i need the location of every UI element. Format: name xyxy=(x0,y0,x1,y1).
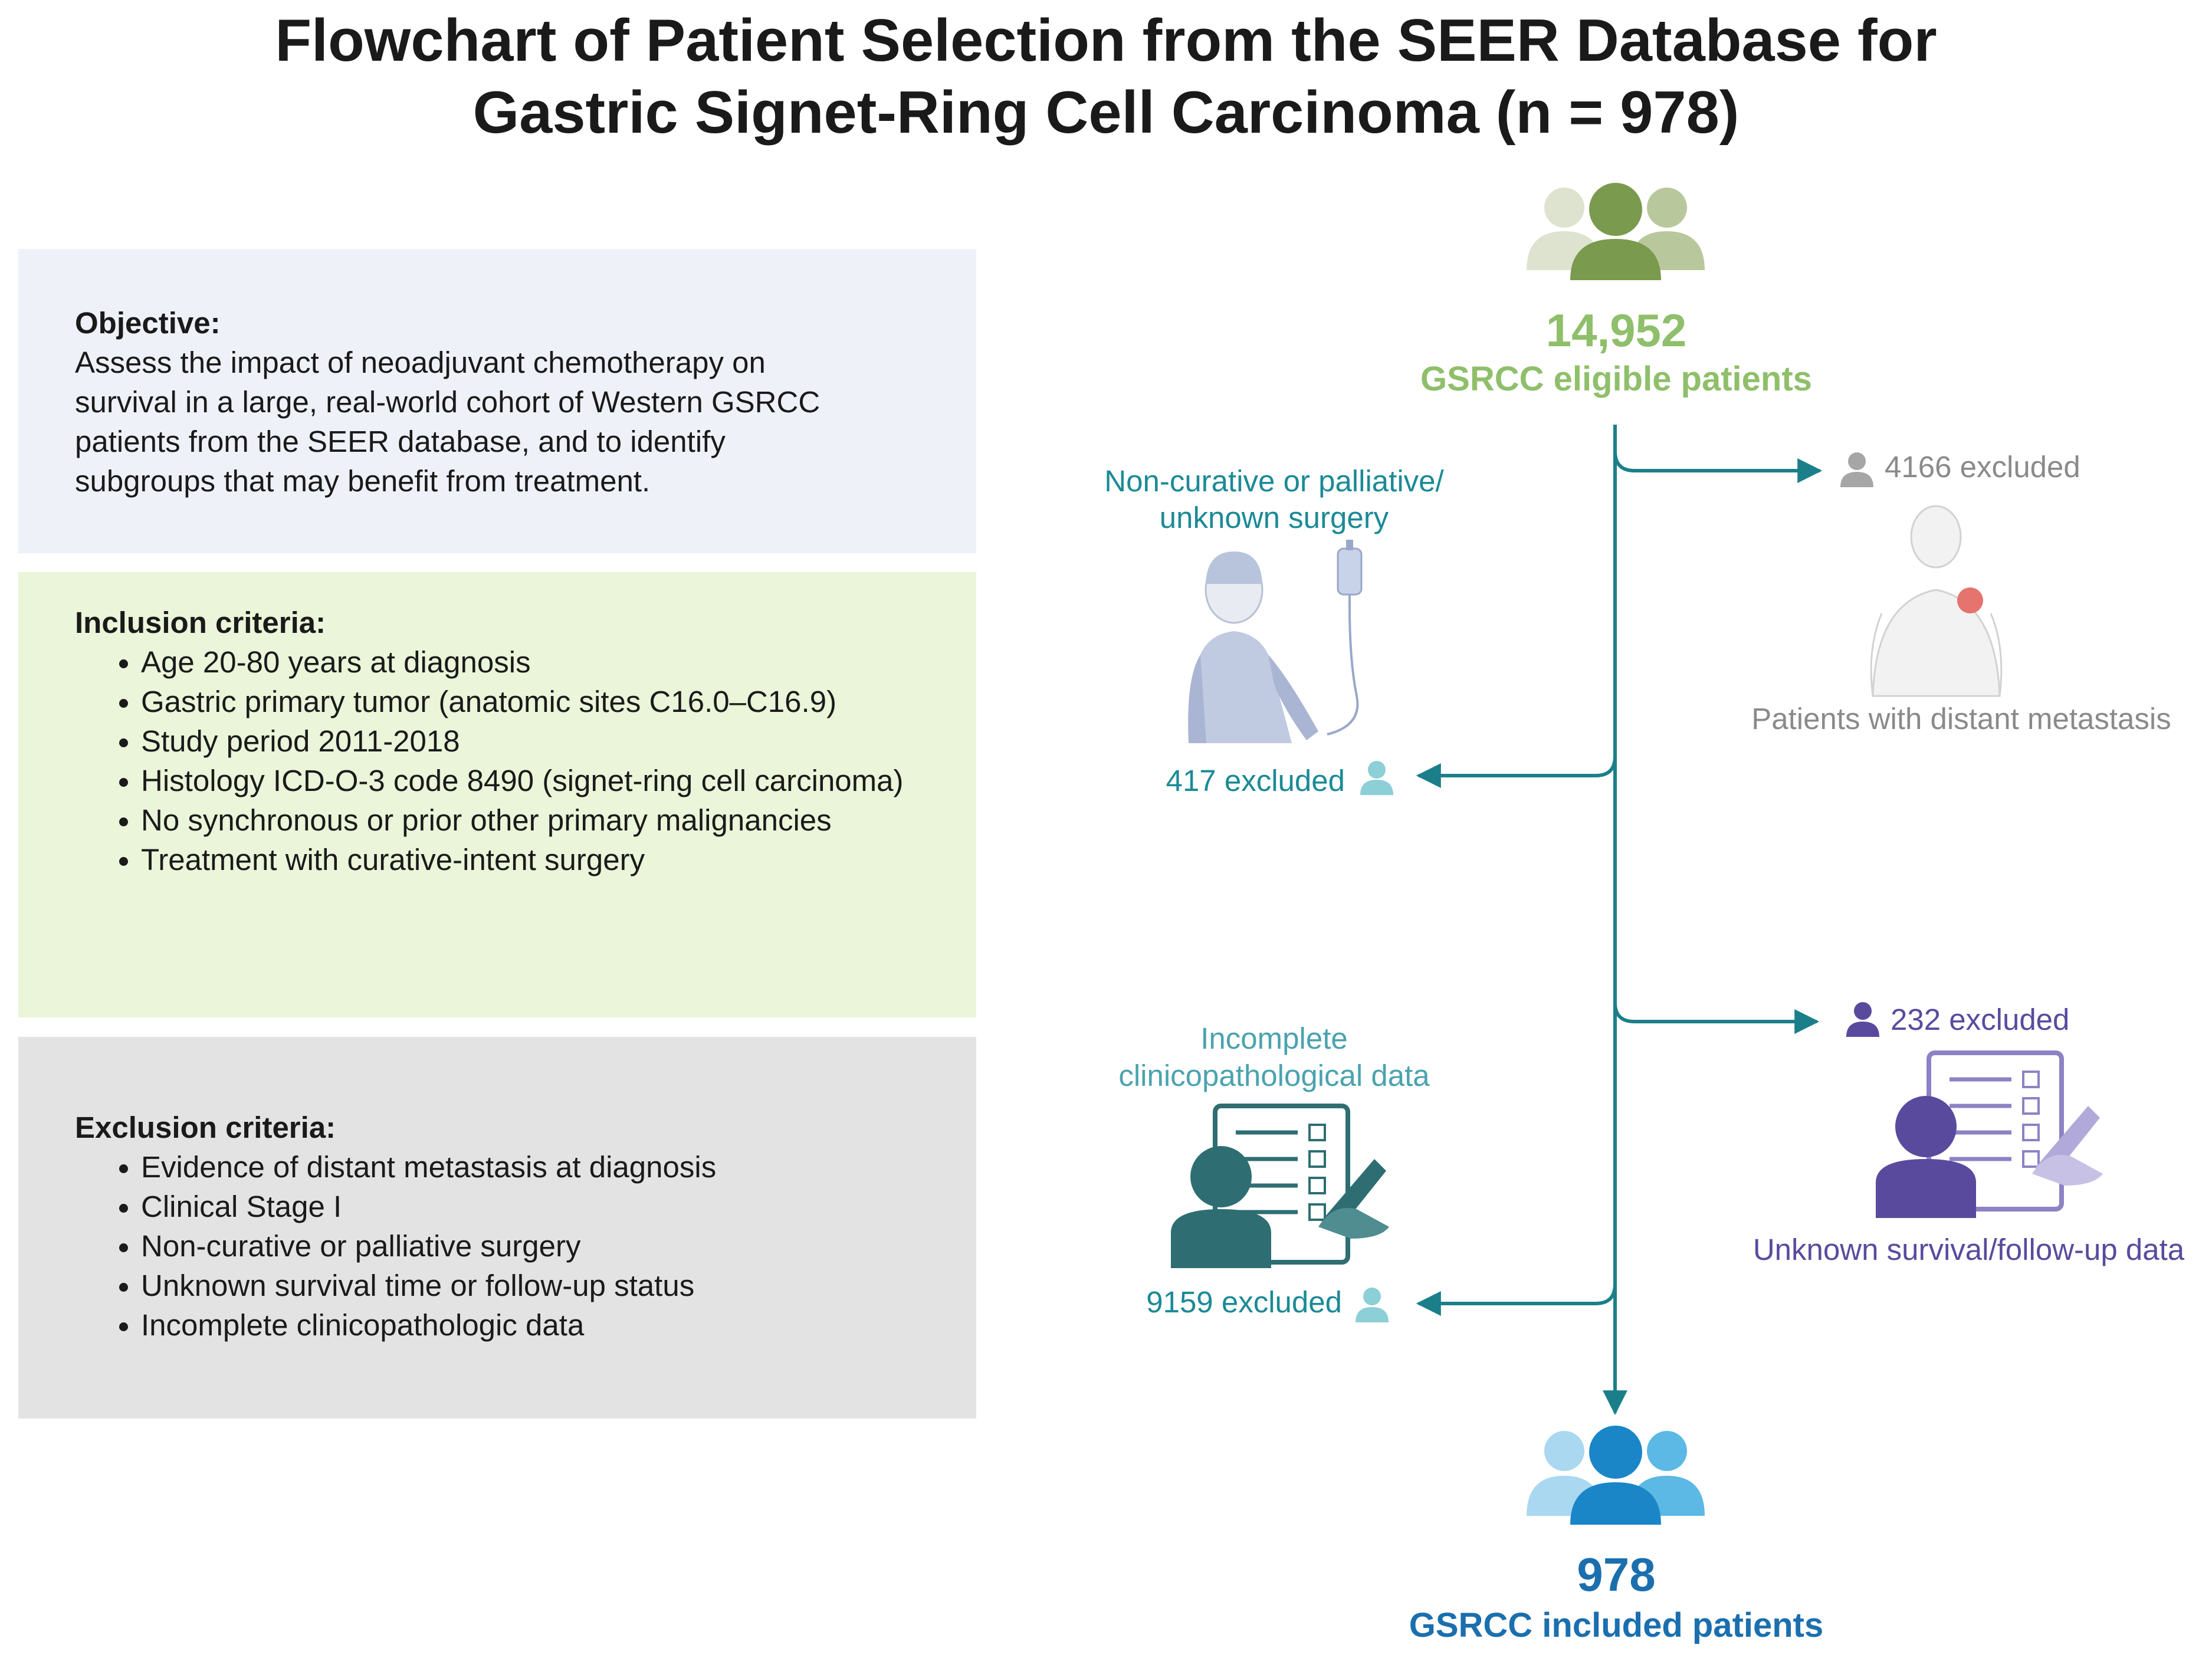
inclusion-list: Age 20-80 years at diagnosis Gastric pri… xyxy=(75,642,920,879)
title-line-1: Flowchart of Patient Selection from the … xyxy=(275,8,1937,74)
objective-heading: Objective: xyxy=(75,306,221,340)
exclusion-item: Non-curative or palliative surgery xyxy=(141,1226,920,1266)
person-icon-incomplete xyxy=(1356,1288,1389,1322)
metastasis-excluded-count: 4166 excluded xyxy=(1885,450,2080,484)
iv-drip-patient-illustration xyxy=(1188,540,1363,743)
followup-excluded-count: 232 excluded xyxy=(1891,1003,2070,1036)
branch-arrow-metastasis xyxy=(1613,451,1823,483)
exclusion-item: Unknown survival time or follow-up statu… xyxy=(141,1266,920,1305)
patient-group-icon-included xyxy=(1527,1426,1705,1525)
clipboard-writing-illustration-teal xyxy=(1171,1104,1389,1268)
exclusion-item: Incomplete clinicopathologic data xyxy=(141,1305,920,1345)
exclusion-item: Clinical Stage I xyxy=(141,1187,920,1226)
flow-connectors xyxy=(1416,425,1823,1416)
inclusion-item: Treatment with curative-intent surgery xyxy=(141,840,920,879)
branch-arrow-surgery xyxy=(1416,756,1617,788)
exclusion-panel: Exclusion criteria: Evidence of distant … xyxy=(18,1037,976,1419)
incomplete-label-line-1: Incomplete xyxy=(1200,1022,1348,1055)
objective-line: patients from the SEER database, and to … xyxy=(75,425,726,458)
page-title: Flowchart of Patient Selection from the … xyxy=(0,5,2212,149)
person-icon-followup xyxy=(1846,1002,1879,1037)
included-label: GSRCC included patients xyxy=(1409,1606,1824,1644)
branch-arrow-followup xyxy=(1613,1002,1820,1034)
patient-group-icon-eligible xyxy=(1527,183,1705,280)
objective-line: subgroups that may benefit from treatmen… xyxy=(75,464,651,498)
included-count: 978 xyxy=(1577,1548,1656,1601)
objective-line: Assess the impact of neoadjuvant chemoth… xyxy=(75,346,766,379)
incomplete-excluded-count: 9159 excluded xyxy=(1146,1285,1342,1319)
inclusion-item: Age 20-80 years at diagnosis xyxy=(141,642,920,682)
person-icon-metastasis xyxy=(1840,452,1873,487)
branch-arrow-incomplete xyxy=(1416,1283,1617,1316)
inclusion-item: Histology ICD-O-3 code 8490 (signet-ring… xyxy=(141,761,920,800)
metastasis-label: Patients with distant metastasis xyxy=(1751,702,2171,736)
incomplete-label-line-2: clinicopathological data xyxy=(1118,1059,1430,1092)
objective-panel: Objective: Assess the impact of neoadjuv… xyxy=(18,249,976,553)
exclusion-heading: Exclusion criteria: xyxy=(75,1111,336,1144)
exclusion-list: Evidence of distant metastasis at diagno… xyxy=(75,1147,920,1345)
title-line-2: Gastric Signet-Ring Cell Carcinoma (n = … xyxy=(472,80,1740,146)
metastasis-torso-illustration xyxy=(1870,505,2003,697)
clipboard-writing-illustration-purple xyxy=(1876,1050,2103,1218)
eligible-count: 14,952 xyxy=(1545,304,1687,356)
inclusion-panel: Inclusion criteria: Age 20-80 years at d… xyxy=(18,572,976,1017)
inclusion-item: Gastric primary tumor (anatomic sites C1… xyxy=(141,682,920,721)
eligible-label: GSRCC eligible patients xyxy=(1420,360,1812,398)
surgery-label-line-1: Non-curative or palliative/ xyxy=(1104,464,1444,498)
surgery-excluded-count: 417 excluded xyxy=(1166,764,1345,797)
surgery-label-line-2: unknown surgery xyxy=(1159,501,1389,534)
objective-line: survival in a large, real-world cohort o… xyxy=(75,385,821,419)
inclusion-heading: Inclusion criteria: xyxy=(75,606,326,639)
person-icon-surgery xyxy=(1360,761,1393,795)
inclusion-item: No synchronous or prior other primary ma… xyxy=(141,800,920,840)
followup-label: Unknown survival/follow-up data xyxy=(1752,1233,2185,1266)
exclusion-item: Evidence of distant metastasis at diagno… xyxy=(141,1147,920,1187)
inclusion-item: Study period 2011-2018 xyxy=(141,721,920,761)
